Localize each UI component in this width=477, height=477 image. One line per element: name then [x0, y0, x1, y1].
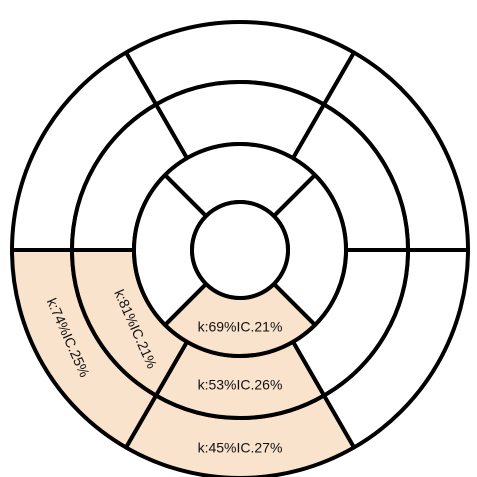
- label-basal-inferior: k:45%IC.27%: [198, 440, 283, 456]
- label-apical-inferior: k:69%IC.21%: [198, 319, 283, 335]
- label-mid-inferior: k:53%IC.26%: [198, 377, 283, 393]
- segment-layer: [10, 20, 470, 477]
- segment-apex: [190, 200, 290, 300]
